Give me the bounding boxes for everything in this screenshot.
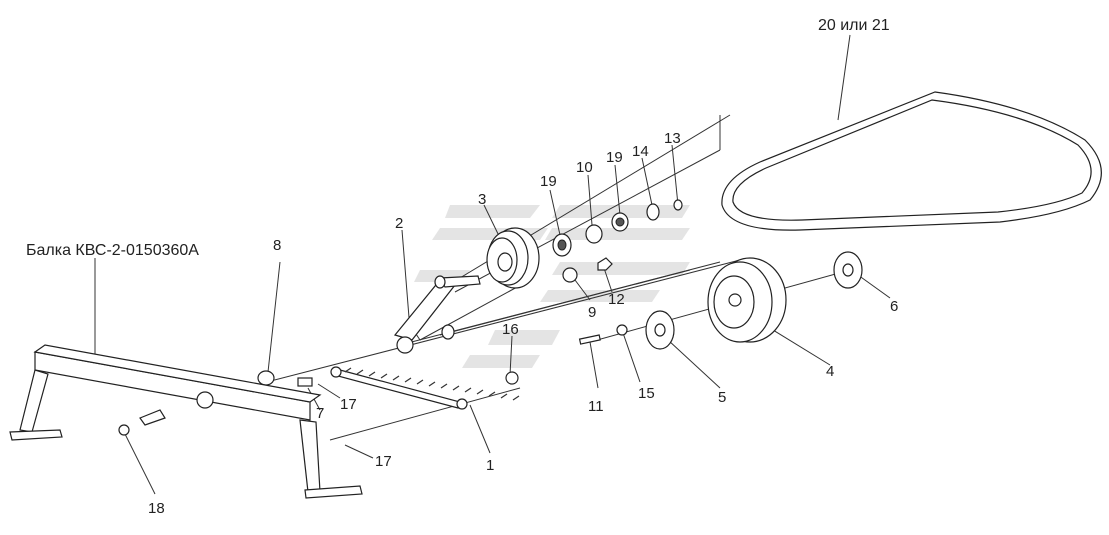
drive-belt: [721, 91, 1102, 231]
label-7: 7: [316, 405, 324, 422]
leader-lines: [94, 34, 891, 495]
label-beam: Балка КВС-2-0150360А: [26, 242, 199, 259]
tensioner-arm-2: [393, 275, 481, 354]
spring-1: [330, 366, 520, 410]
flange-5: [645, 310, 675, 350]
label-11: 11: [588, 398, 604, 415]
label-3: 3: [478, 191, 486, 208]
label-16: 16: [502, 321, 519, 338]
label-13: 13: [664, 130, 681, 147]
label-17b: 17: [375, 453, 392, 470]
flange-6: [833, 251, 863, 289]
label-18: 18: [148, 500, 165, 517]
label-4: 4: [826, 363, 834, 380]
washer-16: [441, 324, 519, 385]
label-9: 9: [588, 304, 596, 321]
label-10: 10: [576, 159, 593, 176]
label-belt: 20 или 21: [818, 17, 890, 34]
pulley-4: [707, 257, 787, 343]
label-12: 12: [608, 291, 625, 308]
bolt-11: [578, 324, 628, 345]
label-6: 6: [890, 298, 898, 315]
label-2: 2: [395, 215, 403, 232]
label-14: 14: [632, 143, 649, 160]
label-15: 15: [638, 385, 655, 402]
beam-frame: [9, 344, 363, 499]
callout-labels: Балка КВС-2-0150360А 20 или 21 1 2 3 4 5…: [26, 17, 898, 517]
label-1: 1: [486, 457, 494, 474]
label-19a: 19: [540, 173, 557, 190]
nut-washer: [562, 257, 613, 283]
label-17a: 17: [340, 396, 357, 413]
pulley-3: [486, 227, 540, 289]
label-5: 5: [718, 389, 726, 406]
bearing-stack: [552, 199, 683, 257]
pin-7: [297, 377, 313, 387]
washer-8: [257, 370, 275, 386]
label-19b: 19: [606, 149, 623, 166]
label-8: 8: [273, 237, 281, 254]
